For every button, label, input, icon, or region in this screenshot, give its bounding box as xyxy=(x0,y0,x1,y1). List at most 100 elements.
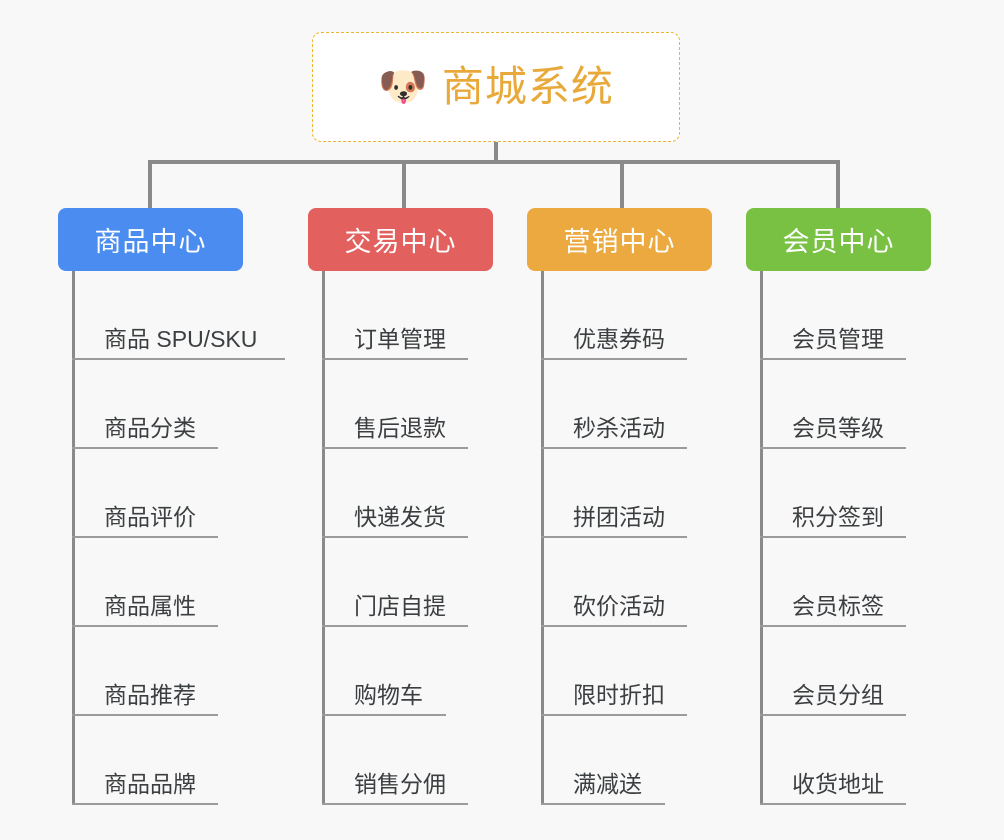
branch-column-trade-center: 交易中心订单管理售后退款快递发货门店自提购物车销售分佣 xyxy=(308,208,493,805)
leaf-item-rule xyxy=(72,447,218,449)
connector-stem xyxy=(494,142,498,163)
connector-drop-marketing-center xyxy=(620,160,624,208)
branch-trunk-product-center xyxy=(72,271,75,805)
leaf-item-label: 优惠券码 xyxy=(573,326,665,352)
leaf-item-label: 满减送 xyxy=(573,771,642,797)
dog-face-icon: 🐶 xyxy=(378,65,428,109)
leaf-item[interactable]: 快递发货 xyxy=(308,449,568,538)
leaf-item[interactable]: 商品属性 xyxy=(58,538,318,627)
branch-header-member-center[interactable]: 会员中心 xyxy=(746,208,931,271)
leaf-item-rule xyxy=(72,714,218,716)
branch-header-label: 商品中心 xyxy=(94,227,207,257)
leaf-item[interactable]: 会员等级 xyxy=(746,360,1004,449)
leaf-item-rule xyxy=(760,536,906,538)
leaf-item[interactable]: 收货地址 xyxy=(746,716,1004,805)
connector-drop-product-center xyxy=(148,160,152,208)
branch-header-label: 交易中心 xyxy=(344,227,457,257)
leaf-item-label: 商品评价 xyxy=(104,504,196,530)
branch-trunk-trade-center xyxy=(322,271,325,805)
leaf-item[interactable]: 拼团活动 xyxy=(527,449,787,538)
leaf-item-label: 商品推荐 xyxy=(104,682,196,708)
branch-trunk-marketing-center xyxy=(541,271,544,805)
leaf-item-rule xyxy=(541,803,665,805)
branch-header-trade-center[interactable]: 交易中心 xyxy=(308,208,493,271)
leaf-item[interactable]: 限时折扣 xyxy=(527,627,787,716)
leaf-item-rule xyxy=(760,625,906,627)
leaf-item[interactable]: 商品评价 xyxy=(58,449,318,538)
leaf-item[interactable]: 砍价活动 xyxy=(527,538,787,627)
leaf-item[interactable]: 会员分组 xyxy=(746,627,1004,716)
leaf-item-rule xyxy=(72,536,218,538)
leaf-item-rule xyxy=(760,358,906,360)
leaf-item[interactable]: 销售分佣 xyxy=(308,716,568,805)
leaf-item-rule xyxy=(72,803,218,805)
leaf-item-label: 商品品牌 xyxy=(104,771,196,797)
leaf-item[interactable]: 秒杀活动 xyxy=(527,360,787,449)
leaf-item-rule xyxy=(322,803,468,805)
leaf-item-label: 门店自提 xyxy=(354,593,446,619)
branch-column-marketing-center: 营销中心优惠券码秒杀活动拼团活动砍价活动限时折扣满减送 xyxy=(527,208,712,805)
leaf-item-rule xyxy=(322,714,446,716)
branch-items-trade-center: 订单管理售后退款快递发货门店自提购物车销售分佣 xyxy=(308,271,493,805)
leaf-item[interactable]: 订单管理 xyxy=(308,271,568,360)
leaf-item[interactable]: 商品品牌 xyxy=(58,716,318,805)
leaf-item[interactable]: 满减送 xyxy=(527,716,787,805)
leaf-item[interactable]: 积分签到 xyxy=(746,449,1004,538)
leaf-item[interactable]: 优惠券码 xyxy=(527,271,787,360)
branch-items-member-center: 会员管理会员等级积分签到会员标签会员分组收货地址 xyxy=(746,271,931,805)
root-title: 商城系统 xyxy=(441,63,614,110)
leaf-item-label: 积分签到 xyxy=(792,504,884,530)
leaf-item-rule xyxy=(322,358,468,360)
leaf-item[interactable]: 会员标签 xyxy=(746,538,1004,627)
leaf-item-rule xyxy=(72,625,218,627)
leaf-item-label: 会员标签 xyxy=(792,593,884,619)
branch-header-product-center[interactable]: 商品中心 xyxy=(58,208,243,271)
leaf-item[interactable]: 售后退款 xyxy=(308,360,568,449)
leaf-item-label: 商品属性 xyxy=(104,593,196,619)
branch-trunk-member-center xyxy=(760,271,763,805)
branch-column-member-center: 会员中心会员管理会员等级积分签到会员标签会员分组收货地址 xyxy=(746,208,931,805)
leaf-item-rule xyxy=(541,536,687,538)
leaf-item[interactable]: 商品推荐 xyxy=(58,627,318,716)
leaf-item-label: 售后退款 xyxy=(354,415,446,441)
leaf-item-rule xyxy=(541,625,687,627)
branch-items-product-center: 商品 SPU/SKU 商品分类商品评价商品属性商品推荐商品品牌 xyxy=(58,271,285,805)
leaf-item[interactable]: 门店自提 xyxy=(308,538,568,627)
leaf-item-rule xyxy=(541,447,687,449)
leaf-item-label: 拼团活动 xyxy=(573,504,665,530)
connector-drop-trade-center xyxy=(402,160,406,208)
leaf-item-rule xyxy=(541,714,687,716)
leaf-item-label: 限时折扣 xyxy=(573,682,665,708)
leaf-item-label: 订单管理 xyxy=(354,326,446,352)
branch-header-marketing-center[interactable]: 营销中心 xyxy=(527,208,712,271)
leaf-item[interactable]: 商品分类 xyxy=(58,360,318,449)
connector-bus xyxy=(150,160,840,164)
leaf-item[interactable]: 商品 SPU/SKU xyxy=(58,271,318,360)
leaf-item-label: 秒杀活动 xyxy=(573,415,665,441)
root-node[interactable]: 🐶 商城系统 xyxy=(312,32,680,142)
leaf-item-label: 快递发货 xyxy=(354,504,446,530)
leaf-item-label: 会员等级 xyxy=(792,415,884,441)
leaf-item-label: 商品分类 xyxy=(104,415,196,441)
branch-header-label: 会员中心 xyxy=(782,227,895,257)
leaf-item[interactable]: 会员管理 xyxy=(746,271,1004,360)
leaf-item-rule xyxy=(760,714,906,716)
leaf-item-label: 购物车 xyxy=(354,682,423,708)
leaf-item-rule xyxy=(322,625,468,627)
leaf-item-label: 会员管理 xyxy=(792,326,884,352)
leaf-item-rule xyxy=(760,447,906,449)
leaf-item-rule xyxy=(72,358,285,360)
branch-column-product-center: 商品中心商品 SPU/SKU 商品分类商品评价商品属性商品推荐商品品牌 xyxy=(58,208,285,805)
connector-drop-member-center xyxy=(836,160,840,208)
branch-header-label: 营销中心 xyxy=(563,227,676,257)
leaf-item[interactable]: 购物车 xyxy=(308,627,568,716)
leaf-item-label: 销售分佣 xyxy=(354,771,446,797)
leaf-item-label: 砍价活动 xyxy=(573,593,665,619)
leaf-item-rule xyxy=(322,536,468,538)
leaf-item-label: 收货地址 xyxy=(792,771,884,797)
leaf-item-rule xyxy=(322,447,468,449)
leaf-item-rule xyxy=(760,803,906,805)
leaf-item-label: 会员分组 xyxy=(792,682,884,708)
leaf-item-label: 商品 SPU/SKU xyxy=(104,326,258,352)
